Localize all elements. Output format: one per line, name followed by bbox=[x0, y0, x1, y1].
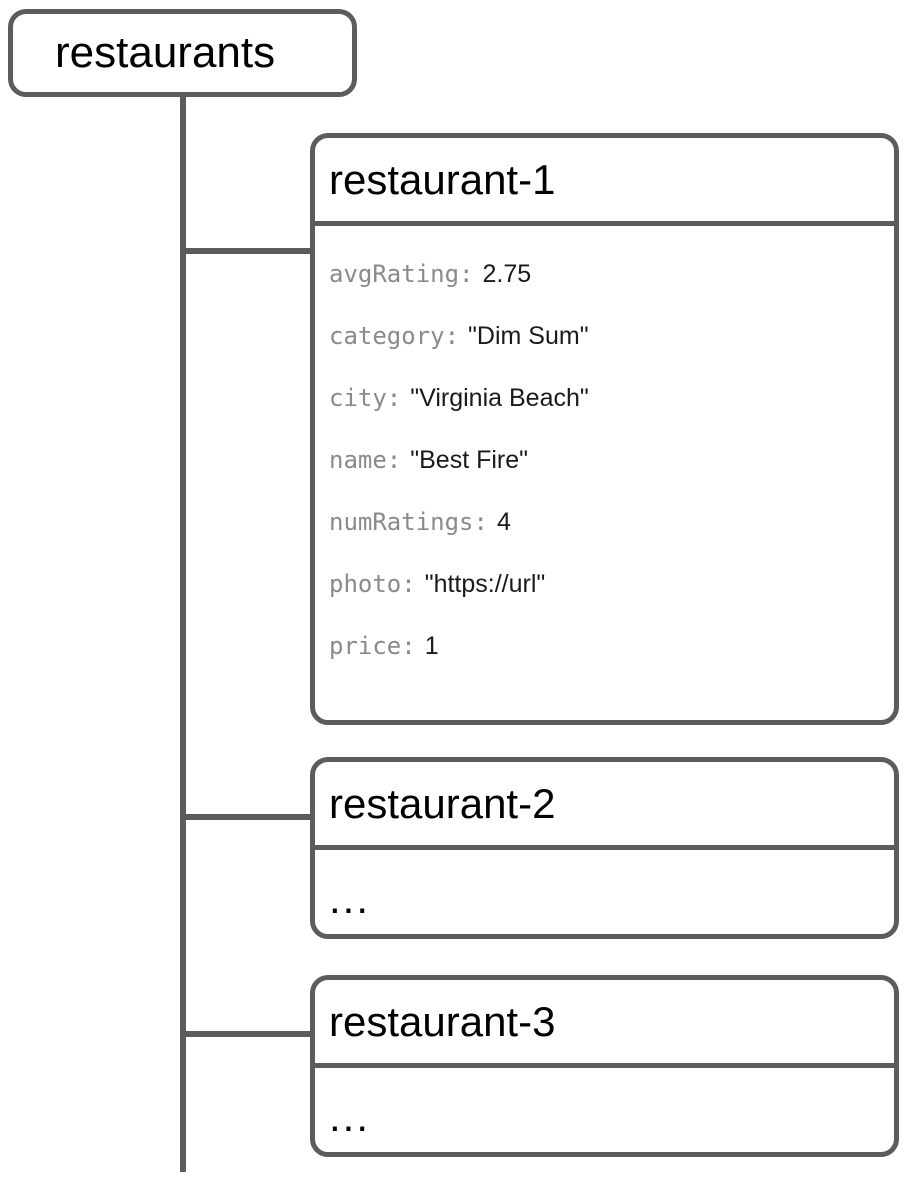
document-card-restaurant-2[interactable]: restaurant-2 ... bbox=[310, 757, 899, 939]
field-row: category: "Dim Sum" bbox=[329, 322, 894, 384]
field-value: "Best Fire" bbox=[410, 446, 529, 474]
document-field-list: ... bbox=[315, 850, 894, 920]
branch-line-restaurant-3 bbox=[183, 1031, 310, 1037]
collection-node-label: restaurants bbox=[55, 28, 276, 77]
document-id-label: restaurant-3 bbox=[329, 997, 556, 1045]
field-key: city: bbox=[329, 384, 402, 412]
field-key: avgRating: bbox=[329, 260, 474, 288]
document-card-header: restaurant-2 bbox=[315, 762, 894, 850]
field-value: "Virginia Beach" bbox=[410, 384, 589, 412]
document-card-restaurant-1[interactable]: restaurant-1 avgRating: 2.75 category: "Di… bbox=[310, 133, 899, 725]
field-row: avgRating: 2.75 bbox=[329, 260, 894, 322]
field-value: "https://url" bbox=[424, 570, 546, 598]
document-card-header: restaurant-1 bbox=[315, 138, 894, 226]
document-card-header: restaurant-3 bbox=[315, 980, 894, 1068]
field-row: photo: "https://url" bbox=[329, 570, 894, 632]
field-value: 1 bbox=[424, 632, 439, 660]
document-id-label: restaurant-2 bbox=[329, 779, 556, 827]
field-row: city: "Virginia Beach" bbox=[329, 384, 894, 446]
ellipsis-label: ... bbox=[329, 1093, 371, 1140]
document-id-label: restaurant-1 bbox=[329, 155, 556, 203]
document-field-list: ... bbox=[315, 1068, 894, 1138]
tree-trunk-line bbox=[180, 97, 186, 1172]
field-row: numRatings: 4 bbox=[329, 508, 894, 570]
field-key: category: bbox=[329, 322, 460, 350]
branch-line-restaurant-2 bbox=[183, 814, 310, 820]
field-row: name: "Best Fire" bbox=[329, 446, 894, 508]
field-key: numRatings: bbox=[329, 508, 488, 536]
field-key: name: bbox=[329, 446, 402, 474]
field-row: price: 1 bbox=[329, 632, 894, 694]
field-key: photo: bbox=[329, 570, 416, 598]
field-value: "Dim Sum" bbox=[468, 322, 589, 350]
document-field-list: avgRating: 2.75 category: "Dim Sum" city: "… bbox=[315, 226, 894, 694]
field-key: price: bbox=[329, 632, 416, 660]
collection-node-restaurants[interactable]: restaurants bbox=[8, 9, 357, 97]
branch-line-restaurant-1 bbox=[183, 248, 310, 254]
field-value: 2.75 bbox=[482, 260, 532, 288]
field-value: 4 bbox=[496, 508, 511, 536]
ellipsis-label: ... bbox=[329, 875, 371, 922]
document-card-restaurant-3[interactable]: restaurant-3 ... bbox=[310, 975, 899, 1157]
